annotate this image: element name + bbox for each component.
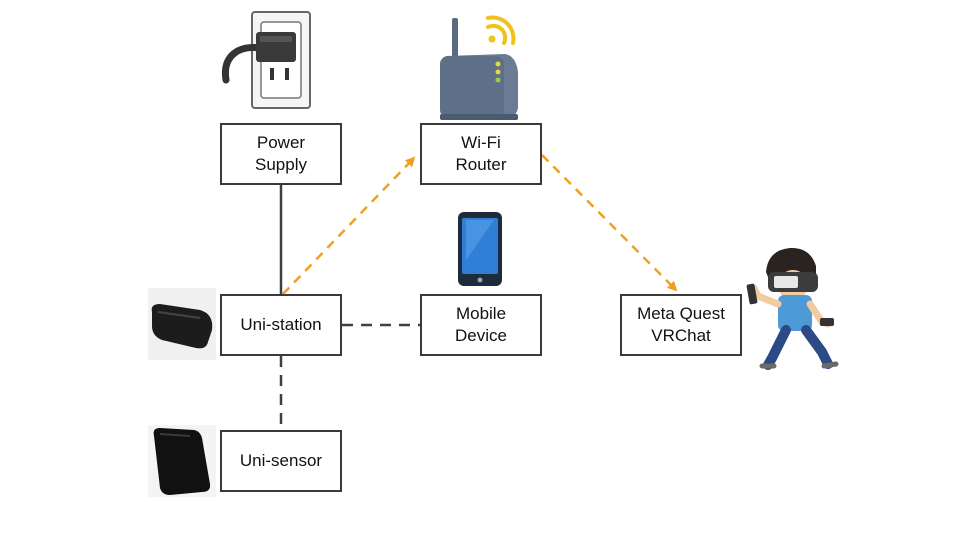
meta-quest-label-line2: VRChat — [651, 326, 711, 345]
mobile-device-label-line1: Mobile — [455, 304, 507, 323]
uni-sensor-label: Uni-sensor — [239, 451, 323, 470]
uni-station-node: Uni-station — [220, 294, 342, 356]
power-supply-label-line1: Power — [256, 133, 306, 152]
router-to-quest-arrow — [541, 154, 678, 292]
mobile-device-node: Mobile Device — [420, 294, 542, 356]
wifi-router-label-line1: Wi-Fi — [461, 133, 501, 152]
uni-sensor-device-icon — [148, 425, 216, 497]
power-supply-node: Power Supply — [220, 123, 342, 185]
vr-user-icon — [746, 247, 839, 370]
mobile-device-label-line2: Device — [455, 326, 507, 345]
meta-quest-label-line1: Meta Quest — [637, 304, 725, 323]
meta-quest-node: Meta Quest VRChat — [620, 294, 742, 356]
smartphone-icon — [458, 212, 502, 286]
wifi-signal-icon — [486, 15, 516, 45]
wifi-router-node: Wi-Fi Router — [420, 123, 542, 185]
wifi-router-label-line2: Router — [455, 155, 507, 174]
uni-station-device-icon — [148, 288, 216, 360]
power-supply-label-line2: Supply — [255, 155, 307, 174]
uni-station-label: Uni-station — [240, 315, 322, 334]
power-outlet-icon — [221, 11, 311, 109]
uni-sensor-node: Uni-sensor — [220, 430, 342, 492]
wifi-router-icon — [440, 18, 518, 120]
